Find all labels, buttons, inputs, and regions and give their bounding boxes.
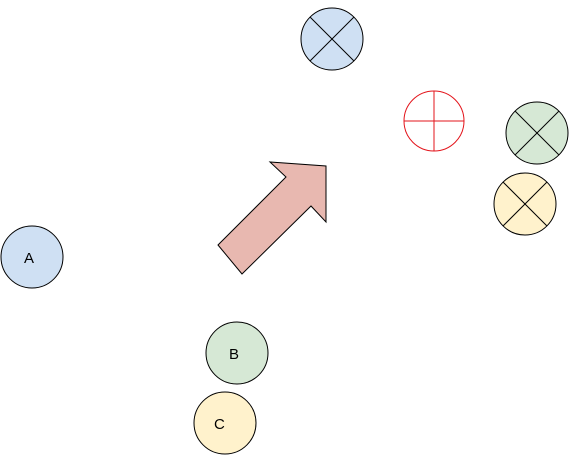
node-b-circle: [205, 321, 269, 385]
red-crosshair-icon: [403, 90, 465, 152]
node-a-label: A: [24, 250, 34, 267]
blue-x-line-2: [309, 16, 355, 62]
node-b: B: [205, 321, 269, 385]
node-c-label: C: [214, 416, 225, 433]
node-b-label: B: [229, 346, 239, 363]
node-c-circle: [193, 391, 257, 455]
node-a: A: [0, 225, 64, 289]
arrow-up-right-icon: [217, 161, 327, 275]
green-x-circle-icon: [505, 101, 569, 165]
green-x-line-2: [514, 110, 560, 156]
yellow-x-circle-icon: [493, 172, 557, 236]
yellow-x-line-2: [502, 181, 548, 227]
blue-x-circle-icon: [300, 7, 364, 71]
node-c: C: [193, 391, 257, 455]
node-a-circle: [0, 225, 64, 289]
